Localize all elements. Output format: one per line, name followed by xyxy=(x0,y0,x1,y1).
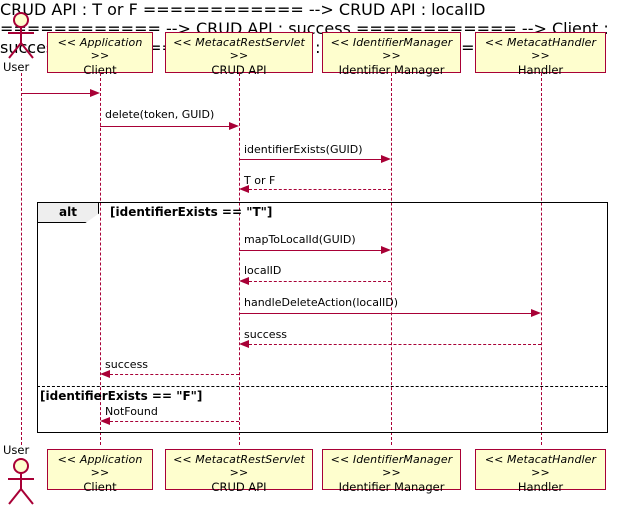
message-label-t-or-f: T or F xyxy=(244,174,276,187)
message-arrowhead-5 xyxy=(381,245,391,254)
message-label-identifier-exists: identifierExists(GUID) xyxy=(244,143,363,156)
participant-crud-api-name-bottom: CRUD API xyxy=(211,480,267,495)
message-label-map-to-local-id: mapToLocalId(GUID) xyxy=(244,233,356,246)
participant-handler-name: Handler xyxy=(517,63,564,78)
participant-identifier-manager-name: Identifier Manager xyxy=(338,63,445,78)
participant-identifier-manager-stereotype-bottom: << IdentifierManager >> xyxy=(330,453,453,479)
participant-identifier-manager-bottom[interactable]: << IdentifierManager >> Identifier Manag… xyxy=(322,449,461,494)
message-line-8 xyxy=(249,344,541,345)
participant-crud-api-stereotype-bottom: << MetacatRestServlet >> xyxy=(173,453,305,479)
actor-user-bottom xyxy=(4,458,38,506)
message-arrowhead-10 xyxy=(100,416,110,425)
participant-crud-api-bottom[interactable]: << MetacatRestServlet >> CRUD API xyxy=(165,449,313,494)
lifeline-identifier-manager xyxy=(391,73,392,445)
message-label-local-id: localID xyxy=(244,264,282,277)
participant-handler-name-bottom: Handler xyxy=(517,480,564,495)
lifeline-crud-api xyxy=(239,73,240,445)
participant-crud-api-stereotype: << MetacatRestServlet >> xyxy=(173,36,305,62)
participant-handler-top[interactable]: << MetacatHandler >> Handler xyxy=(475,32,606,77)
message-arrowhead-6 xyxy=(239,276,249,285)
actor-user-top-label: User xyxy=(3,60,30,74)
message-arrowhead-8 xyxy=(239,339,249,348)
actor-user-bottom-label: User xyxy=(3,443,30,457)
message-arrowhead-4 xyxy=(239,184,249,193)
participant-identifier-manager-top[interactable]: << IdentifierManager >> Identifier Manag… xyxy=(322,32,461,77)
participant-client-stereotype-bottom: << Application >> xyxy=(57,453,143,479)
participant-crud-api-top[interactable]: << MetacatRestServlet >> CRUD API xyxy=(165,32,313,77)
participant-identifier-manager-stereotype: << IdentifierManager >> xyxy=(330,36,453,62)
message-line-4 xyxy=(249,189,391,190)
participant-identifier-manager-name-bottom: Identifier Manager xyxy=(338,480,445,495)
lifeline-handler xyxy=(541,73,542,445)
message-line-6 xyxy=(249,281,391,282)
message-label-delete: delete(token, GUID) xyxy=(105,108,215,121)
participant-client-stereotype: << Application >> xyxy=(57,36,143,62)
participant-handler-stereotype-bottom: << MetacatHandler >> xyxy=(484,453,597,479)
message-line-1 xyxy=(21,93,91,94)
stick-figure-icon xyxy=(8,458,34,505)
alt-fragment xyxy=(37,202,608,433)
alt-fragment-divider xyxy=(37,386,608,387)
actor-user-top xyxy=(4,12,38,60)
message-arrowhead-7 xyxy=(531,308,541,317)
message-line-5 xyxy=(239,250,382,251)
message-label-success-client: success xyxy=(105,358,149,371)
message-line-3 xyxy=(239,159,382,160)
message-line-7 xyxy=(239,313,532,314)
message-line-2 xyxy=(100,126,230,127)
lifeline-client xyxy=(100,73,101,445)
message-arrowhead-3 xyxy=(381,154,391,163)
message-arrowhead-9 xyxy=(100,369,110,378)
alt-branch-then-condition: [identifierExists == "T"] xyxy=(110,205,273,219)
message-label-not-found: NotFound xyxy=(105,405,158,418)
participant-client-name: Client xyxy=(83,63,117,78)
message-arrowhead-2 xyxy=(229,121,239,130)
message-line-9 xyxy=(110,374,239,375)
participant-client-bottom[interactable]: << Application >> Client xyxy=(47,449,153,494)
stick-figure-icon xyxy=(8,12,34,59)
alt-fragment-tab: alt xyxy=(37,202,99,223)
message-arrowhead-1 xyxy=(90,88,100,97)
message-line-10 xyxy=(110,421,239,422)
message-label-success-handler: success xyxy=(244,328,288,341)
alt-branch-else-condition: [identifierExists == "F"] xyxy=(40,389,203,403)
participant-handler-bottom[interactable]: << MetacatHandler >> Handler xyxy=(475,449,606,494)
message-label-handle-delete-action: handleDeleteAction(localID) xyxy=(244,296,399,309)
participant-client-top[interactable]: << Application >> Client xyxy=(47,32,153,77)
lifeline-user xyxy=(21,73,22,445)
participant-handler-stereotype: << MetacatHandler >> xyxy=(484,36,597,62)
participant-crud-api-name: CRUD API xyxy=(211,63,267,78)
participant-client-name-bottom: Client xyxy=(83,480,117,495)
